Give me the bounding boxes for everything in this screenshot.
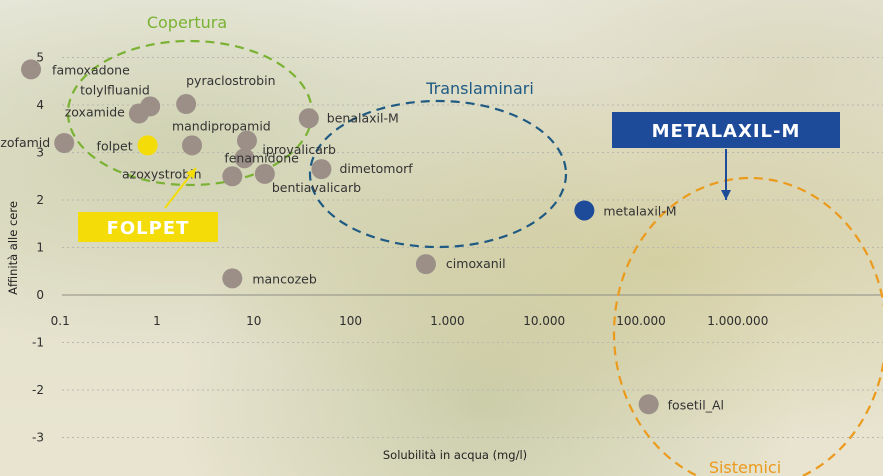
point-iprovalicarb[interactable] <box>234 148 255 169</box>
callout-box-folpet <box>78 212 218 242</box>
point-fosetil_al[interactable] <box>638 394 659 415</box>
y-tick-label: 1 <box>36 241 44 255</box>
point-label-iprovalicarb: iprovalicarb <box>262 142 336 157</box>
y-tick-label: -2 <box>32 383 44 397</box>
callout-arrowhead-folpet <box>185 168 196 179</box>
point-label-zoxamide: zoxamide <box>65 105 125 120</box>
group-ellipse-translaminari <box>308 99 568 249</box>
y-tick-label: -1 <box>32 336 44 350</box>
group-title-copertura: Copertura <box>147 13 227 32</box>
point-pyraclostrobin[interactable] <box>176 94 197 115</box>
point-label-mandipropamid: mandipropamid <box>172 119 271 134</box>
x-tick-label: 1.000 <box>430 314 464 328</box>
x-tick-label: 0.1 <box>51 314 70 328</box>
point-label-folpet: folpet <box>97 138 133 153</box>
point-label-pyraclostrobin: pyraclostrobin <box>186 73 275 88</box>
y-tick-label: 2 <box>36 193 44 207</box>
point-dimetomorf[interactable] <box>311 159 332 180</box>
x-tick-label: 10.000 <box>523 314 565 328</box>
point-mancozeb[interactable] <box>222 268 243 289</box>
point-famoxadone[interactable] <box>21 59 42 80</box>
point-zoxamide[interactable] <box>128 103 149 124</box>
point-azoxystrobin[interactable] <box>182 135 203 156</box>
point-cimoxanil[interactable] <box>415 254 436 275</box>
x-tick-label: 100.000 <box>616 314 666 328</box>
y-tick-label: 3 <box>36 146 44 160</box>
point-label-mancozeb: mancozeb <box>252 271 317 286</box>
callout-text-metalaxil-m: METALAXIL-M <box>652 121 801 142</box>
point-folpet[interactable] <box>137 135 158 156</box>
x-tick-label: 10 <box>246 314 261 328</box>
x-tick-label: 100 <box>339 314 362 328</box>
y-tick-label: 5 <box>36 51 44 65</box>
point-label-bentiavalicarb: bentiavalicarb <box>272 180 361 195</box>
point-label-benalaxil-m: benalaxil-M <box>327 110 399 125</box>
point-bentiavalicarb[interactable] <box>254 163 275 184</box>
x-tick-label: 1 <box>153 314 161 328</box>
point-label-fosetil_al: fosetil_Al <box>668 397 724 412</box>
point-label-azoxystrobin: azoxystrobin <box>122 166 202 181</box>
point-label-fenamidone: fenamidone <box>224 150 299 165</box>
x-axis-title: Solubilità in acqua (mg/l) <box>383 448 527 462</box>
callout-text-folpet: FOLPET <box>107 218 190 239</box>
group-title-translaminari: Translaminari <box>425 79 534 98</box>
point-label-cimoxanil: cimoxanil <box>446 256 506 271</box>
callout-arrowhead-metalaxil-m <box>721 190 731 200</box>
point-metalaxil-m[interactable] <box>574 200 595 221</box>
y-tick-label: 4 <box>36 98 44 112</box>
y-tick-label: 0 <box>36 288 44 302</box>
group-title-sistemici: Sistemici <box>709 458 781 476</box>
point-label-famoxadone: famoxadone <box>52 62 130 77</box>
y-axis-title: Affinità alle cere <box>6 201 20 295</box>
point-cyazofamid[interactable] <box>54 133 75 153</box>
point-label-metalaxil-m: metalaxil-M <box>603 203 676 218</box>
point-benalaxil-m[interactable] <box>298 108 319 129</box>
point-label-dimetomorf: dimetomorf <box>339 161 413 176</box>
x-tick-label: 1.000.000 <box>707 314 768 328</box>
y-tick-label: -3 <box>32 431 44 445</box>
point-mandipropamid[interactable] <box>236 130 257 151</box>
point-fenamidone[interactable] <box>222 166 243 187</box>
point-label-tolylfluanid: tolylfluanid <box>80 82 150 97</box>
group-ellipse-sistemici <box>612 176 883 476</box>
callout-box-metalaxil-m <box>612 112 840 148</box>
point-label-cyazofamid: cyazofamid <box>0 135 50 150</box>
